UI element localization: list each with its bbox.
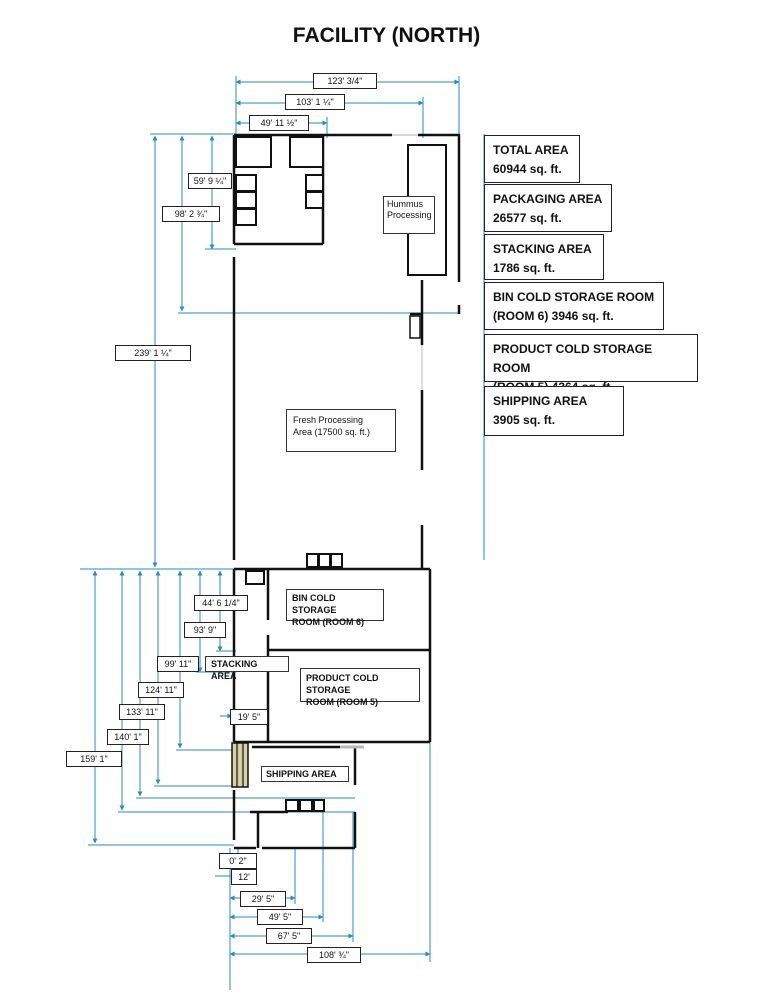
bin-cold-storage-line2: ROOM (ROOM 6): [292, 617, 364, 627]
bin-cold-storage-line1: BIN COLD STORAGE: [292, 593, 337, 615]
legend-product-cold-storage: PRODUCT COLD STORAGE ROOM (ROOM 5) 4364 …: [484, 334, 698, 394]
legend-packaging-area-value: 26577 sq. ft.: [493, 211, 562, 225]
fresh-processing-line2: Area (17500 sq. ft.): [293, 427, 371, 437]
legend-total-area-label: TOTAL AREA: [493, 143, 569, 157]
dim-133-11: 133' 11": [119, 704, 165, 720]
product-cold-storage-line2: ROOM (ROOM 5): [306, 697, 378, 707]
dim-59-9: 59' 9 ¼": [188, 173, 232, 189]
dim-140-1: 140' 1": [107, 729, 149, 745]
dim-93-9: 93' 9": [184, 622, 226, 638]
legend-shipping-area: SHIPPING AREA 3905 sq. ft.: [484, 386, 624, 436]
dim-159-1: 159' 1": [66, 751, 122, 767]
dim-19-5: 19' 5": [230, 709, 268, 725]
fresh-processing-label: Fresh Processing Area (17500 sq. ft.): [286, 409, 396, 452]
dim-239-1: 239' 1 ¼": [115, 345, 191, 361]
stacking-area-label: STACKING AREA: [205, 656, 289, 681]
dim-49-5: 49' 5": [257, 909, 303, 925]
legend-bin-cold-storage-label: BIN COLD STORAGE ROOM: [493, 290, 655, 304]
legend-stacking-area: STACKING AREA 1786 sq. ft.: [484, 234, 604, 280]
legend-total-area: TOTAL AREA 60944 sq. ft.: [484, 135, 580, 183]
dim-top-mid: 103' 1 ¼": [285, 94, 345, 110]
fixtures: [231, 136, 447, 812]
product-cold-storage-label: PRODUCT COLD STORAGE ROOM (ROOM 5): [300, 668, 420, 707]
product-cold-storage-line1: PRODUCT COLD STORAGE: [306, 673, 379, 695]
dim-0-2: 0' 2": [219, 853, 257, 869]
legend-bin-cold-storage: BIN COLD STORAGE ROOM (ROOM 6) 3946 sq. …: [484, 282, 664, 330]
legend-bin-cold-storage-value: (ROOM 6) 3946 sq. ft.: [493, 309, 614, 323]
dim-12: 12': [231, 869, 257, 885]
legend-packaging-area-label: PACKAGING AREA: [493, 192, 603, 206]
dim-44-6: 44' 6 1/4": [194, 595, 248, 611]
legend-shipping-area-value: 3905 sq. ft.: [493, 413, 556, 427]
bin-cold-storage-label: BIN COLD STORAGE ROOM (ROOM 6): [286, 589, 384, 627]
dim-108: 108' ¾": [307, 947, 361, 963]
legend-stacking-area-label: STACKING AREA: [493, 242, 592, 256]
dim-98-2: 98' 2 ¾": [162, 206, 220, 222]
legend-packaging-area: PACKAGING AREA 26577 sq. ft.: [484, 184, 612, 232]
page-title: FACILITY (NORTH): [292, 24, 481, 47]
dim-29-5: 29' 5": [240, 891, 286, 907]
dim-67-5: 67' 5": [266, 928, 312, 944]
fresh-processing-line1: Fresh Processing: [293, 415, 364, 425]
dim-top-total: 123' 3/4": [313, 73, 377, 89]
dim-99-11: 99' 11": [157, 656, 199, 672]
dim-top-short: 49' 11 ½": [249, 115, 309, 131]
shipping-area-label: SHIPPING AREA: [261, 766, 349, 782]
legend-product-cold-storage-label: PRODUCT COLD STORAGE ROOM: [493, 342, 653, 375]
dim-124-11: 124' 11": [138, 682, 184, 698]
legend-stacking-area-value: 1786 sq. ft.: [493, 261, 556, 275]
hummus-processing-label: Hummus Processing: [383, 196, 435, 234]
legend-total-area-value: 60944 sq. ft.: [493, 162, 562, 176]
legend-shipping-area-label: SHIPPING AREA: [493, 394, 588, 408]
